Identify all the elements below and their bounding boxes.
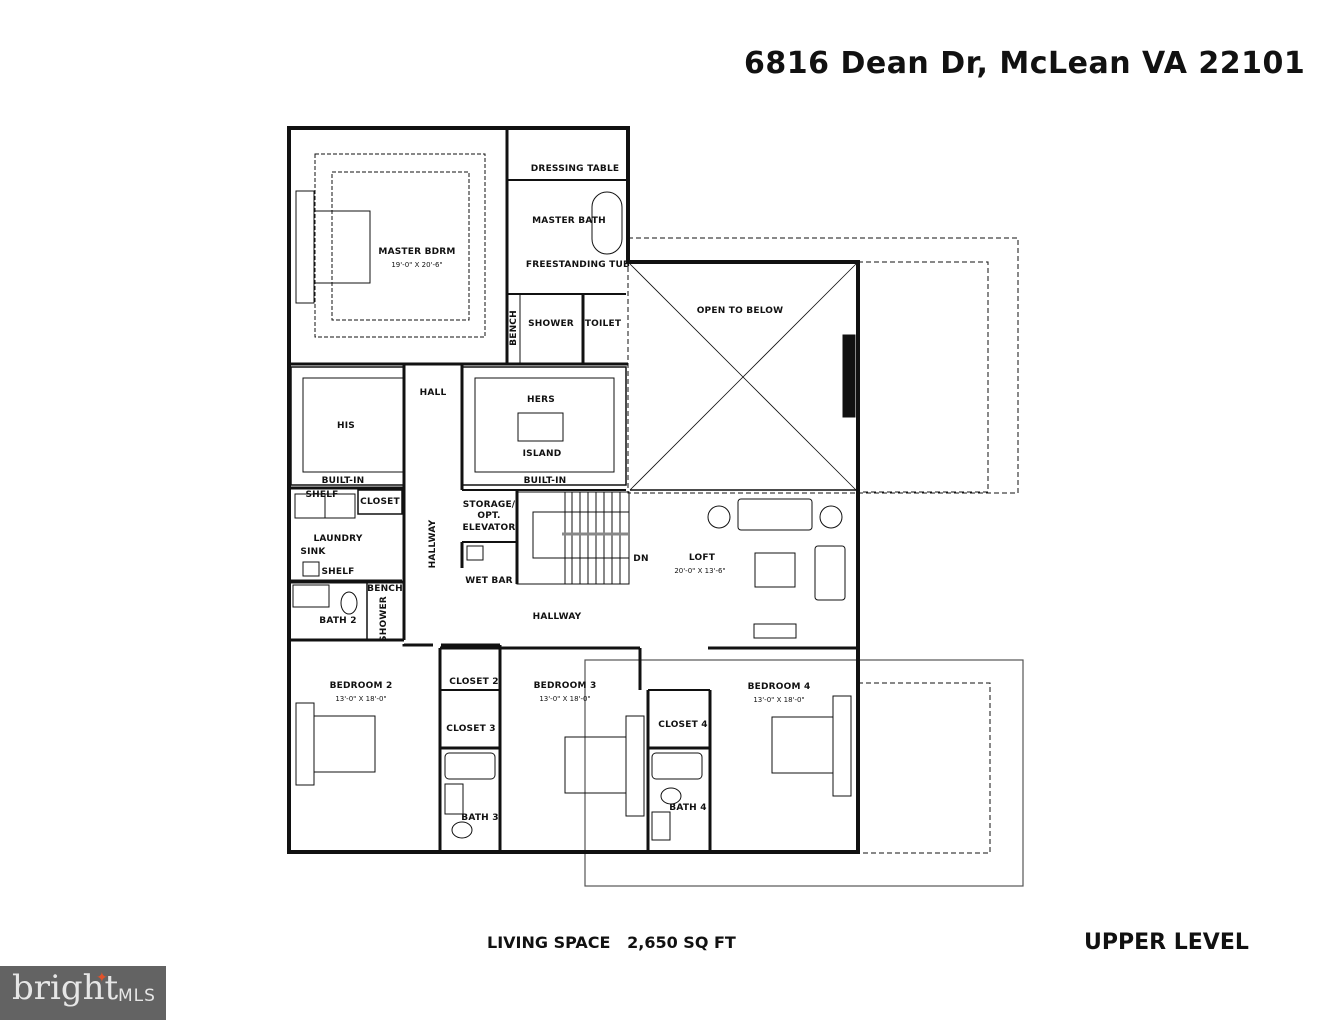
label-laundry: LAUNDRY (313, 534, 363, 544)
dims-master-bdrm: 19'-0" X 20'-6" (391, 261, 443, 269)
label-hallway-vertical: HALLWAY (428, 519, 438, 569)
label-built-in-hers: BUILT-IN (523, 476, 567, 486)
label-bedroom4: BEDROOM 4 (747, 682, 811, 692)
deck-upper-outer (627, 237, 1019, 494)
label-shelf-top: SHELF (305, 490, 339, 500)
label-built-in-his: BUILT-IN (321, 476, 365, 486)
label-hers: HERS (527, 395, 555, 405)
label-storage-opt: OPT. (477, 511, 501, 521)
label-shower: SHOWER (528, 319, 574, 329)
living-space-label: LIVING SPACE 2,650 SQ FT (487, 933, 736, 952)
label-hall: HALL (419, 388, 447, 398)
logo-brand-text: bright (12, 968, 119, 1008)
label-wet-bar: WET BAR (465, 576, 513, 586)
label-bath3: BATH 3 (461, 813, 499, 823)
label-hallway: HALLWAY (532, 612, 582, 622)
label-master-bdrm: MASTER BDRM (378, 247, 456, 257)
label-shower-bath2: SHOWER (379, 596, 389, 642)
label-sink: SINK (300, 547, 326, 557)
logo-suffix-text: MLS (118, 986, 156, 1006)
label-elevator: ELEVATOR (462, 523, 516, 533)
label-toilet: TOILET (584, 319, 622, 329)
label-master-bath: MASTER BATH (532, 216, 606, 226)
label-freestanding-tub: FREESTANDING TUB (525, 260, 631, 270)
label-closet3: CLOSET 3 (446, 724, 496, 734)
label-dressing-table: DRESSING TABLE (530, 164, 620, 174)
label-bath4: BATH 4 (669, 803, 707, 813)
property-address: 6816 Dean Dr, McLean VA 22101 (744, 46, 1306, 81)
bright-mls-logo: bright ✦ MLS (0, 966, 166, 1020)
label-storage: STORAGE/ (462, 500, 516, 510)
label-dn: DN (633, 554, 649, 564)
label-his: HIS (337, 421, 355, 431)
label-loft: LOFT (688, 553, 716, 563)
dims-loft: 20'-0" X 13'-6" (674, 567, 726, 575)
label-bench-bath2: BENCH (367, 584, 403, 594)
label-bedroom2: BEDROOM 2 (329, 681, 393, 691)
label-bedroom3: BEDROOM 3 (533, 681, 597, 691)
dims-bedroom3: 13'-0" X 18'-0" (539, 695, 591, 703)
label-closet2: CLOSET 2 (449, 677, 499, 687)
dims-bedroom4: 13'-0" X 18'-0" (753, 696, 805, 704)
sparkle-icon: ✦ (96, 970, 108, 986)
level-label: UPPER LEVEL (1084, 930, 1249, 955)
label-closet: CLOSET (360, 497, 400, 507)
label-island: ISLAND (522, 449, 562, 459)
dims-bedroom2: 13'-0" X 18'-0" (335, 695, 387, 703)
label-bench: BENCH (509, 310, 519, 346)
label-closet4: CLOSET 4 (658, 720, 708, 730)
label-shelf-bottom: SHELF (321, 567, 355, 577)
label-open-to-below: OPEN TO BELOW (696, 306, 784, 316)
label-bath2: BATH 2 (319, 616, 357, 626)
